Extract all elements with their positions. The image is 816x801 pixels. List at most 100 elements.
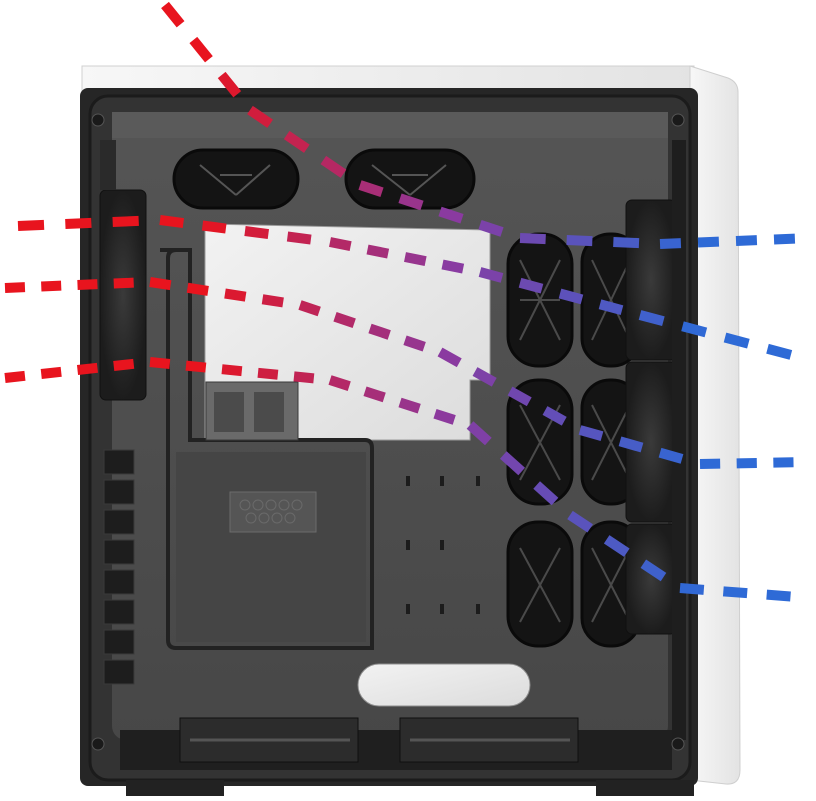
airflow-dash: [320, 155, 347, 178]
airflow-dash: [298, 300, 321, 317]
airflow-dash: [65, 217, 92, 229]
standoffs: [406, 476, 480, 614]
airflow-dash: [659, 238, 682, 249]
drive-cage-slot-2: [254, 392, 284, 432]
airflow-dash: [189, 36, 213, 63]
airflow-dash: [507, 386, 532, 407]
airflow-dash: [766, 343, 793, 360]
airflow-dash: [437, 347, 462, 368]
rear-panel: [99, 140, 147, 685]
airflow-dash: [658, 447, 684, 464]
airflow-dash: [261, 294, 284, 308]
airflow-dash: [329, 237, 352, 252]
front-fan-3: [625, 523, 677, 635]
airflow-dash: [766, 589, 791, 602]
airflow-dash: [398, 397, 421, 414]
top-grommets: [172, 148, 476, 210]
airflow-dash: [328, 375, 351, 391]
airflow-dash: [286, 231, 312, 245]
airflow-dash: [723, 332, 750, 349]
airflow-dash: [438, 206, 464, 224]
airflow-dash: [41, 280, 62, 292]
top-grommet-left: [172, 148, 300, 210]
airflow-dash: [681, 321, 708, 338]
foot-left: [126, 780, 224, 796]
airflow-dash: [186, 282, 209, 296]
airflow-dash: [398, 193, 424, 211]
expansion-slots: [103, 449, 135, 685]
airflow-curve: [17, 215, 793, 360]
airflow-dash: [578, 425, 604, 442]
airflow-dash: [247, 105, 273, 128]
airflow-dash: [638, 310, 665, 327]
airflow-dash: [333, 312, 356, 328]
airflow-curve: [161, 1, 796, 249]
hex-pattern: [239, 499, 303, 524]
airflow-dash: [735, 235, 758, 246]
airflow-dash: [773, 233, 796, 245]
drive-cage-slot-1: [214, 392, 244, 432]
airflow-dash: [159, 215, 185, 228]
airflow-dash: [433, 408, 456, 425]
airflow-dash: [4, 282, 26, 293]
airflow-dash: [217, 71, 242, 98]
front-fan-1: [625, 199, 677, 361]
airflow-dash: [441, 259, 465, 274]
rear-vent-strip: [100, 140, 116, 190]
airflow-dash: [363, 386, 386, 403]
airflow-dash: [533, 481, 559, 506]
airflow-dash: [113, 277, 134, 289]
airflow-dash: [77, 279, 98, 290]
rear-fan: [99, 189, 147, 401]
airflow-dash: [542, 406, 567, 426]
hex-logo-area: [229, 491, 317, 533]
airflow-dash: [283, 130, 310, 153]
airflow-dash: [519, 233, 546, 245]
airflow-dash: [185, 360, 207, 373]
airflow-dash: [403, 335, 426, 352]
foot-right: [596, 780, 694, 796]
airflow-dash: [499, 451, 526, 476]
airflow-dash: [722, 586, 748, 599]
airflow-dash: [293, 371, 315, 384]
airflow-dash: [679, 583, 705, 595]
airflow-dash: [201, 220, 227, 234]
airflow-dash: [40, 366, 62, 379]
airflow-dash: [640, 559, 667, 582]
airflow-dash: [113, 358, 135, 371]
corner-screws: [91, 113, 685, 751]
airflow-dash: [613, 237, 640, 249]
cable-channel-outline: [160, 248, 374, 650]
airflow-arrows: [4, 1, 796, 602]
tray-top-strip: [112, 112, 668, 138]
airflow-dash: [478, 220, 504, 237]
airflow-dash: [244, 226, 270, 239]
airflow-dash: [558, 288, 584, 305]
airflow-dash: [697, 236, 720, 248]
airflow-dash: [567, 510, 593, 533]
psu-shroud-panel: [176, 452, 366, 642]
airflow-curve: [4, 357, 791, 602]
airflow-dash: [221, 364, 243, 377]
airflow-dash: [366, 244, 390, 259]
airflow-dash: [149, 277, 172, 291]
airflow-dash: [368, 323, 391, 340]
airflow-dash: [17, 219, 45, 231]
case-bottom: [120, 717, 694, 796]
airflow-dash: [257, 367, 279, 380]
airflow-dash: [76, 362, 98, 375]
airflow-dash: [566, 235, 593, 247]
grommet-slits: [519, 259, 631, 623]
airflow-dash: [472, 367, 497, 387]
airflow-dash: [404, 252, 427, 267]
tray-bottom-oval: [357, 663, 531, 707]
airflow-dash: [149, 357, 171, 369]
airflow-dash: [618, 436, 644, 453]
airflow-dash: [161, 1, 185, 28]
airflow-dash: [112, 215, 139, 227]
airflow-dash: [603, 535, 630, 557]
front-rail: [672, 140, 686, 740]
airflow-dash: [478, 267, 504, 283]
airflow-dash: [598, 299, 624, 315]
